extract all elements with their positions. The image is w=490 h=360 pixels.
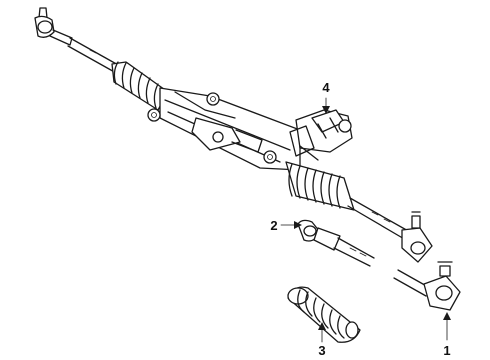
boot-part: [287, 286, 361, 343]
callout-1-arrowhead: [443, 312, 451, 320]
callout-4-number: 4: [322, 80, 330, 95]
callout-4: 4: [322, 80, 330, 114]
inner-tie-rod-part: [297, 219, 375, 267]
callout-2: 2: [270, 218, 302, 233]
callout-1-number: 1: [443, 343, 450, 358]
callout-3-number: 3: [318, 343, 325, 358]
callout-1: 1: [443, 312, 451, 358]
steering-valve-assembly: [289, 109, 353, 161]
callout-3-arrowhead: [318, 322, 326, 330]
left-tie-rod-end: [34, 7, 73, 46]
callout-2-arrowhead: [294, 221, 302, 229]
right-tie-rod-end: [401, 211, 433, 263]
callout-3: 3: [318, 322, 326, 358]
callout-2-number: 2: [270, 218, 277, 233]
outer-tie-rod-end-part: [393, 261, 461, 311]
right-tie-rod: [347, 197, 411, 241]
callout-4-arrowhead: [322, 106, 330, 114]
left-tie-rod: [67, 37, 121, 75]
rack-housing: [147, 87, 301, 171]
right-bellows-boot: [285, 161, 355, 211]
